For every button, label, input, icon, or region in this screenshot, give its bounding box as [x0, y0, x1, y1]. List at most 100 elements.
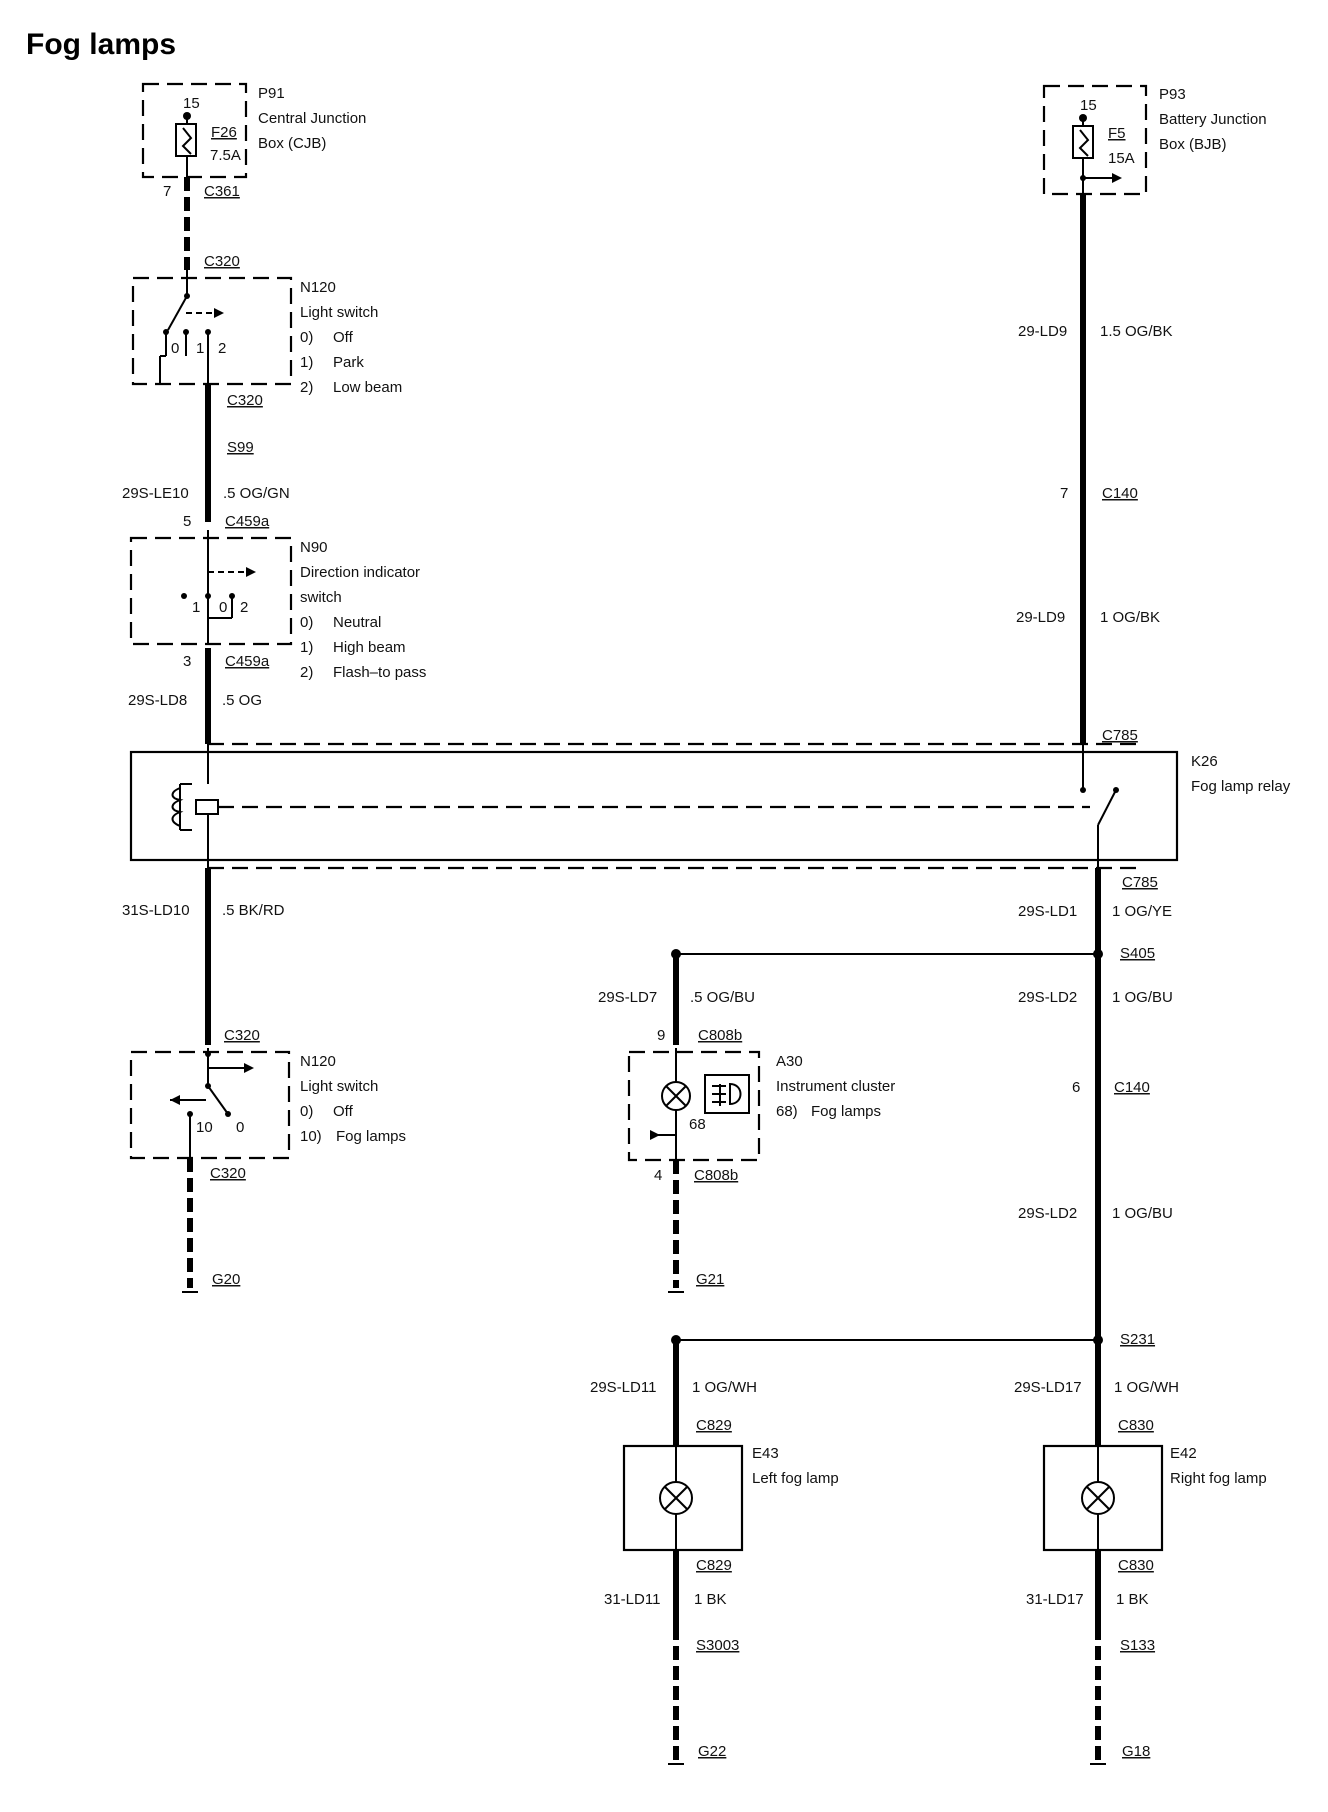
svg-text:C361: C361 — [204, 183, 240, 200]
svg-text:Light switch: Light switch — [300, 1078, 378, 1095]
svg-text:High beam: High beam — [333, 639, 406, 656]
svg-text:C320: C320 — [210, 1165, 246, 1182]
wire-ld1-spec: 1 OG/YE — [1112, 903, 1172, 920]
splice-s231: S231 — [1120, 1331, 1155, 1348]
svg-text:C785: C785 — [1102, 727, 1138, 744]
svg-text:1): 1) — [300, 639, 313, 656]
wire-ld8-code: 29S-LD8 — [128, 692, 187, 709]
wire-ld2a-spec: 1 OG/BU — [1112, 989, 1173, 1006]
page-title: Fog lamps — [26, 28, 177, 61]
svg-text:Flash–to pass: Flash–to pass — [333, 664, 426, 681]
wire-ld17-code: 29S-LD17 — [1014, 1379, 1082, 1396]
svg-text:C459a: C459a — [225, 513, 270, 530]
svg-text:9: 9 — [657, 1027, 665, 1044]
svg-text:Direction indicator: Direction indicator — [300, 564, 420, 581]
svg-text:C829: C829 — [696, 1417, 732, 1434]
svg-text:E42: E42 — [1170, 1445, 1197, 1462]
n120-light-switch-bottom: C320 10 0 N120 Light switch 0) Off 10) F… — [129, 1027, 406, 1182]
wire-ld2a-code: 29S-LD2 — [1018, 989, 1077, 1006]
svg-text:Off: Off — [333, 329, 354, 346]
wire-ld2b-code: 29S-LD2 — [1018, 1205, 1077, 1222]
ground-g21: G21 — [668, 1271, 724, 1293]
n90-direction-indicator-switch: 5 C459a 1 0 2 N90 Direction indicator sw… — [129, 513, 426, 681]
svg-text:Right fog lamp: Right fog lamp — [1170, 1470, 1267, 1487]
svg-text:S231: S231 — [1120, 1331, 1155, 1348]
svg-text:G22: G22 — [698, 1743, 726, 1760]
svg-text:A30: A30 — [776, 1053, 803, 1070]
svg-text:F26: F26 — [211, 124, 237, 141]
p91-central-junction-box: 15 F26 7.5A P91 Central Junction Box (CJ… — [141, 82, 366, 200]
splice-s133: S133 — [1120, 1637, 1155, 1654]
connector-c140-top: 7 C140 — [1060, 485, 1138, 502]
svg-text:7: 7 — [163, 183, 171, 200]
svg-text:S99: S99 — [227, 439, 254, 456]
wire-ld10-spec: .5 BK/RD — [222, 902, 285, 919]
svg-text:7.5A: 7.5A — [210, 147, 241, 164]
svg-text:68: 68 — [689, 1116, 706, 1133]
svg-text:Box (CJB): Box (CJB) — [258, 135, 326, 152]
wire-ld9b-spec: 1 OG/BK — [1100, 609, 1160, 626]
svg-text:68): 68) — [776, 1103, 798, 1120]
wire-ld2b-spec: 1 OG/BU — [1112, 1205, 1173, 1222]
svg-text:E43: E43 — [752, 1445, 779, 1462]
svg-text:C140: C140 — [1114, 1079, 1150, 1096]
svg-text:5: 5 — [183, 513, 191, 530]
svg-text:C830: C830 — [1118, 1557, 1154, 1574]
svg-text:2: 2 — [218, 340, 226, 357]
wire-ld17-spec: 1 OG/WH — [1114, 1379, 1179, 1396]
wire-ld11b-spec: 1 BK — [694, 1591, 727, 1608]
svg-text:Central Junction: Central Junction — [258, 110, 366, 127]
wire-le10-spec: .5 OG/GN — [223, 485, 290, 502]
svg-text:Low beam: Low beam — [333, 379, 402, 396]
k26-fog-lamp-relay: C785 K26 Fog lamp relay C785 — [129, 727, 1291, 891]
ground-g18: G18 — [1090, 1743, 1150, 1765]
wire-ld11-code: 29S-LD11 — [590, 1379, 656, 1396]
svg-text:7: 7 — [1060, 485, 1068, 502]
svg-text:3: 3 — [183, 653, 191, 670]
svg-text:0: 0 — [219, 599, 227, 616]
splice-s405: S405 — [1120, 945, 1155, 962]
svg-text:C829: C829 — [696, 1557, 732, 1574]
svg-text:2: 2 — [240, 599, 248, 616]
svg-text:C830: C830 — [1118, 1417, 1154, 1434]
svg-text:C785: C785 — [1122, 874, 1158, 891]
svg-text:1): 1) — [300, 354, 313, 371]
ground-g22: G22 — [668, 1743, 726, 1765]
wire-ld9b-code: 29-LD9 — [1016, 609, 1065, 626]
svg-text:15: 15 — [1080, 97, 1097, 114]
svg-text:0: 0 — [236, 1119, 244, 1136]
wire-ld11-spec: 1 OG/WH — [692, 1379, 757, 1396]
svg-text:switch: switch — [300, 589, 342, 606]
svg-text:Instrument cluster: Instrument cluster — [776, 1078, 895, 1095]
svg-text:Fog lamps: Fog lamps — [336, 1128, 406, 1145]
svg-text:0): 0) — [300, 329, 313, 346]
svg-text:N120: N120 — [300, 279, 336, 296]
svg-text:0): 0) — [300, 1103, 313, 1120]
svg-text:0: 0 — [171, 340, 179, 357]
svg-text:4: 4 — [654, 1167, 662, 1184]
svg-text:Fog lamps: Fog lamps — [811, 1103, 881, 1120]
wire-ld17b-spec: 1 BK — [1116, 1591, 1149, 1608]
splice-s99: S99 — [227, 439, 254, 456]
svg-text:C808b: C808b — [694, 1167, 738, 1184]
wire-ld10-code: 31S-LD10 — [122, 902, 190, 919]
svg-text:Neutral: Neutral — [333, 614, 381, 631]
svg-text:S405: S405 — [1120, 945, 1155, 962]
ground-g20: G20 — [182, 1271, 240, 1293]
svg-text:C140: C140 — [1102, 485, 1138, 502]
svg-text:C808b: C808b — [698, 1027, 742, 1044]
svg-text:S133: S133 — [1120, 1637, 1155, 1654]
svg-text:F5: F5 — [1108, 125, 1126, 142]
wire-ld1-code: 29S-LD1 — [1018, 903, 1077, 920]
svg-text:C459a: C459a — [225, 653, 270, 670]
wire-ld11b-code: 31-LD11 — [604, 1591, 660, 1608]
svg-text:6: 6 — [1072, 1079, 1080, 1096]
e43-left-fog-lamp: C829 E43 Left fog lamp C829 — [622, 1417, 839, 1574]
svg-text:G20: G20 — [212, 1271, 240, 1288]
svg-text:10: 10 — [196, 1119, 213, 1136]
wire-le10-code: 29S-LE10 — [122, 485, 189, 502]
svg-text:S3003: S3003 — [696, 1637, 739, 1654]
p93-battery-junction-box: 15 F5 15A P93 Battery Junction Box (BJB) — [1042, 84, 1267, 196]
svg-text:Left fog lamp: Left fog lamp — [752, 1470, 839, 1487]
